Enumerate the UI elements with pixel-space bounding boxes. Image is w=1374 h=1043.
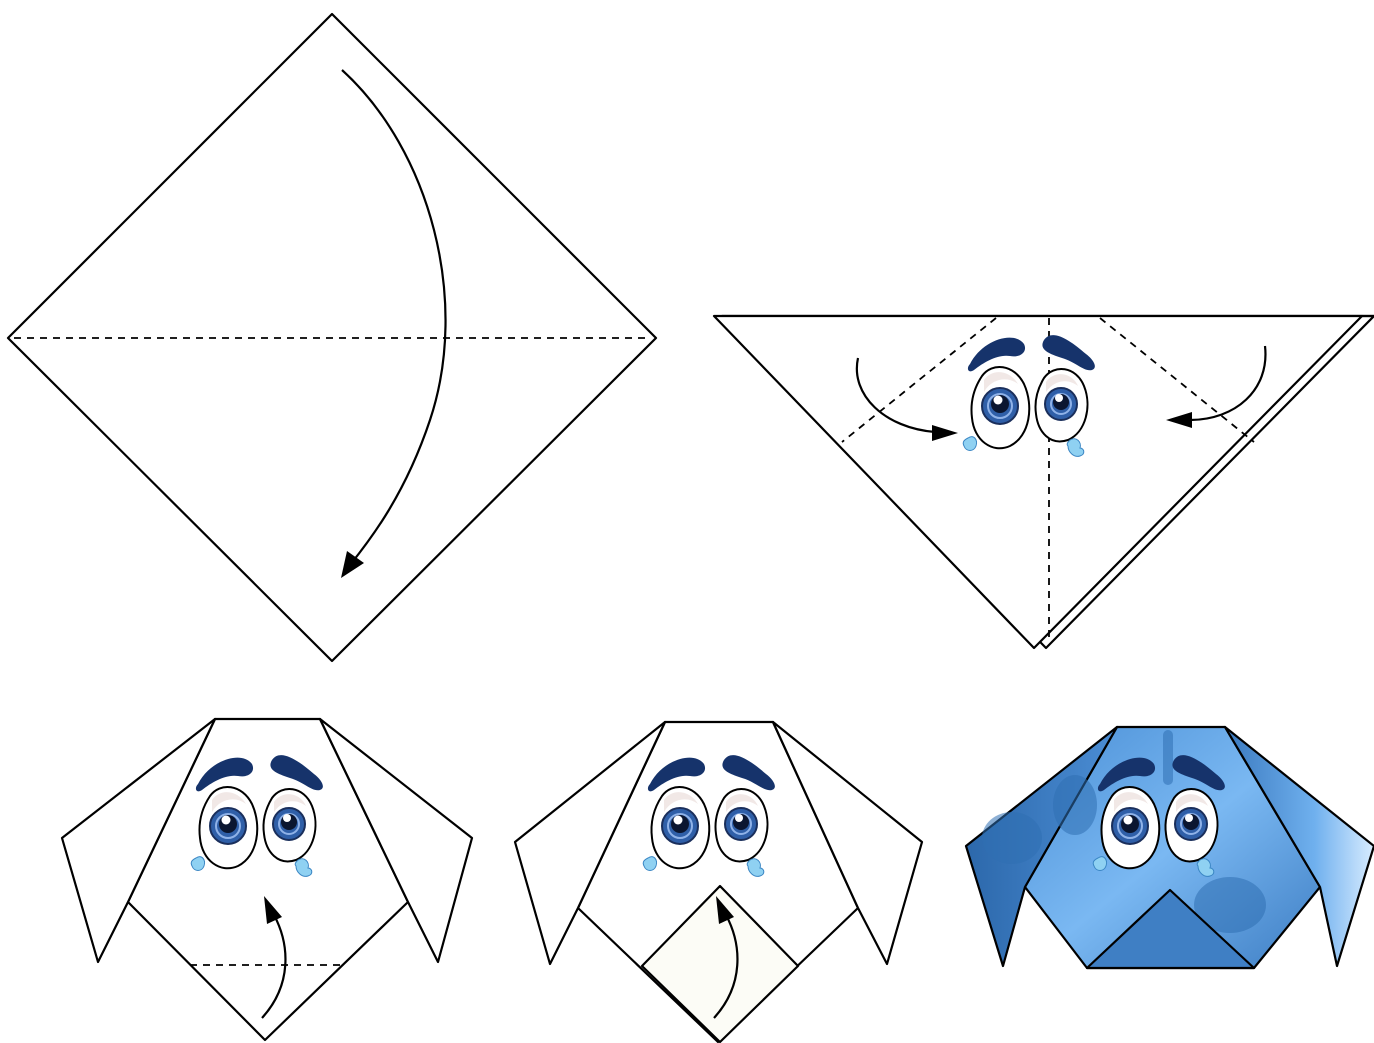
step-5-finished-blue-dog <box>966 727 1374 968</box>
step-4-dog-head-folded <box>515 722 922 1042</box>
step-3-dog-head <box>62 719 472 1040</box>
step-1-square-diamond <box>8 14 656 661</box>
step-2-triangle <box>714 316 1374 648</box>
